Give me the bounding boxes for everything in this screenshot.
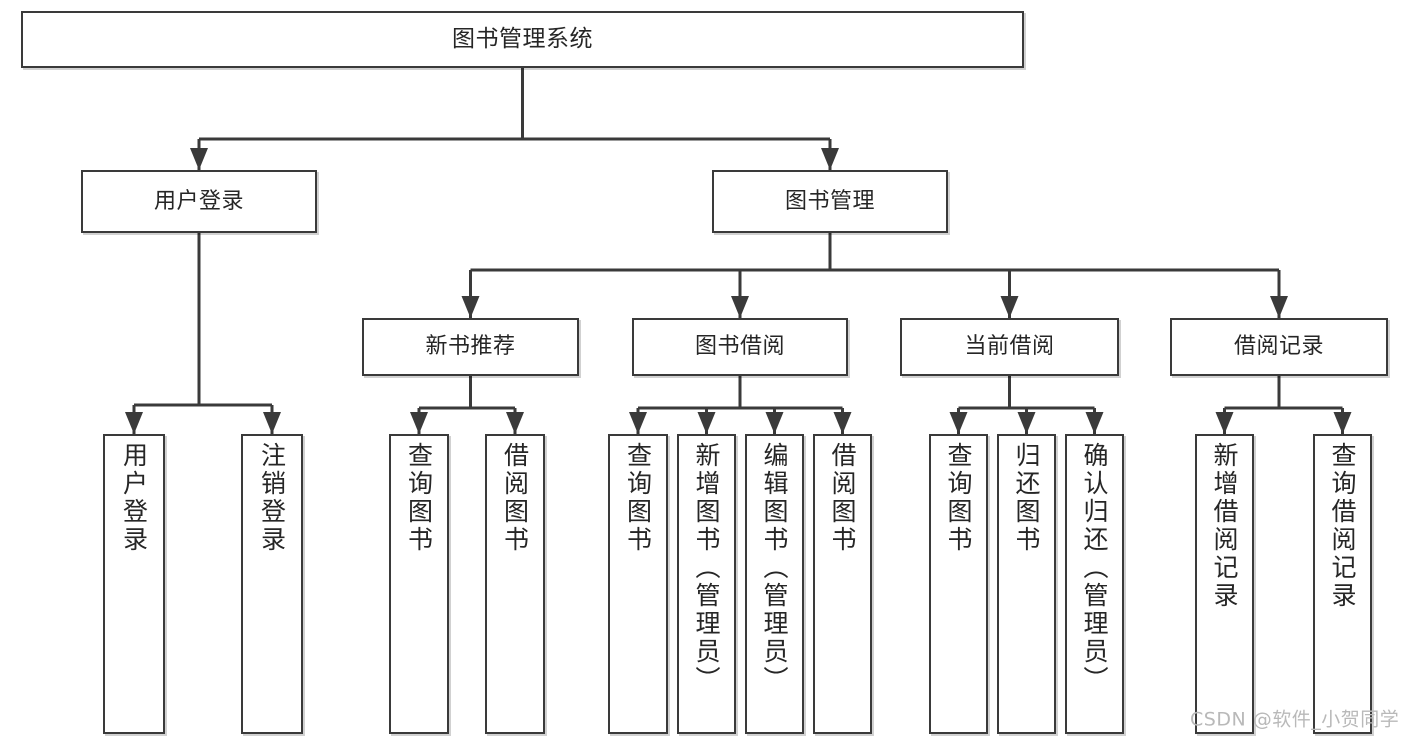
node-leaf-add-borrow-record[interactable]: 新增借阅记录 (1195, 434, 1254, 734)
node-label-leaf-query-book-2: 查询图书 (623, 442, 653, 554)
node-label-leaf-edit-book: 编辑图书（管理员） (760, 442, 789, 694)
arrowhead-current-borrow (1000, 296, 1019, 318)
arrowhead-leaf-add-book (697, 412, 716, 434)
node-label-new-book-recommend: 新书推荐 (425, 334, 516, 360)
node-new-book-recommend[interactable]: 新书推荐 (362, 318, 579, 376)
arrowhead-new-book-recommend (461, 296, 480, 318)
node-label-user-login: 用户登录 (153, 188, 244, 214)
node-label-leaf-logout-login: 注销登录 (257, 442, 287, 554)
node-current-borrow[interactable]: 当前借阅 (900, 318, 1119, 376)
node-label-leaf-add-book: 新增图书（管理员） (692, 442, 721, 694)
arrowhead-borrow-record (1270, 296, 1288, 318)
node-label-leaf-query-borrow-record: 查询借阅记录 (1328, 442, 1357, 610)
node-leaf-return-book[interactable]: 归还图书 (997, 434, 1056, 734)
node-leaf-user-login[interactable]: 用户登录 (103, 434, 165, 734)
node-leaf-confirm-return[interactable]: 确认归还（管理员） (1065, 434, 1124, 734)
node-leaf-query-book-1[interactable]: 查询图书 (389, 434, 449, 734)
arrowhead-leaf-query-book-1 (410, 412, 428, 434)
node-label-leaf-add-borrow-record: 新增借阅记录 (1210, 442, 1239, 610)
node-label-borrow-record: 借阅记录 (1233, 334, 1324, 360)
node-book-manage[interactable]: 图书管理 (712, 170, 948, 233)
node-leaf-query-borrow-record[interactable]: 查询借阅记录 (1313, 434, 1372, 734)
arrowhead-leaf-add-borrow-record (1215, 412, 1234, 434)
node-book-borrow[interactable]: 图书借阅 (632, 318, 848, 376)
node-root[interactable]: 图书管理系统 (21, 11, 1024, 68)
node-label-leaf-query-book-1: 查询图书 (404, 442, 434, 554)
node-leaf-query-book-2[interactable]: 查询图书 (608, 434, 668, 734)
arrowhead-user-login (190, 148, 208, 170)
node-leaf-logout-login[interactable]: 注销登录 (241, 434, 303, 734)
node-label-root: 图书管理系统 (452, 25, 593, 52)
arrowhead-book-manage (821, 148, 839, 170)
arrowhead-leaf-confirm-return (1085, 412, 1104, 434)
node-leaf-borrow-book-1[interactable]: 借阅图书 (485, 434, 545, 734)
node-leaf-edit-book[interactable]: 编辑图书（管理员） (745, 434, 804, 734)
node-label-leaf-confirm-return: 确认归还（管理员） (1080, 442, 1109, 694)
arrowhead-book-borrow (731, 296, 749, 318)
arrowhead-leaf-logout-login (263, 412, 281, 434)
arrowhead-leaf-user-login (125, 412, 143, 434)
arrowhead-leaf-query-book-3 (949, 412, 968, 434)
node-label-leaf-borrow-book-2: 借阅图书 (828, 442, 857, 554)
node-label-book-manage: 图书管理 (784, 188, 875, 214)
arrowhead-leaf-query-book-2 (629, 412, 647, 434)
arrowhead-leaf-borrow-book-2 (833, 412, 852, 434)
node-borrow-record[interactable]: 借阅记录 (1170, 318, 1388, 376)
node-leaf-borrow-book-2[interactable]: 借阅图书 (813, 434, 872, 734)
node-label-leaf-user-login: 用户登录 (119, 442, 149, 554)
arrowhead-leaf-query-borrow-record (1333, 412, 1352, 434)
node-label-leaf-query-book-3: 查询图书 (944, 442, 973, 554)
node-label-book-borrow: 图书借阅 (694, 334, 785, 360)
arrowhead-leaf-return-book (1017, 412, 1036, 434)
arrowhead-leaf-borrow-book-1 (506, 412, 524, 434)
node-leaf-add-book[interactable]: 新增图书（管理员） (677, 434, 736, 734)
node-label-leaf-return-book: 归还图书 (1012, 442, 1041, 554)
node-user-login[interactable]: 用户登录 (81, 170, 317, 233)
node-label-current-borrow: 当前借阅 (964, 334, 1055, 360)
node-leaf-query-book-3[interactable]: 查询图书 (929, 434, 988, 734)
arrowhead-leaf-edit-book (765, 412, 784, 434)
node-label-leaf-borrow-book-1: 借阅图书 (500, 442, 530, 554)
csdn-watermark: CSDN @软件_小贺同学 (1190, 708, 1400, 731)
